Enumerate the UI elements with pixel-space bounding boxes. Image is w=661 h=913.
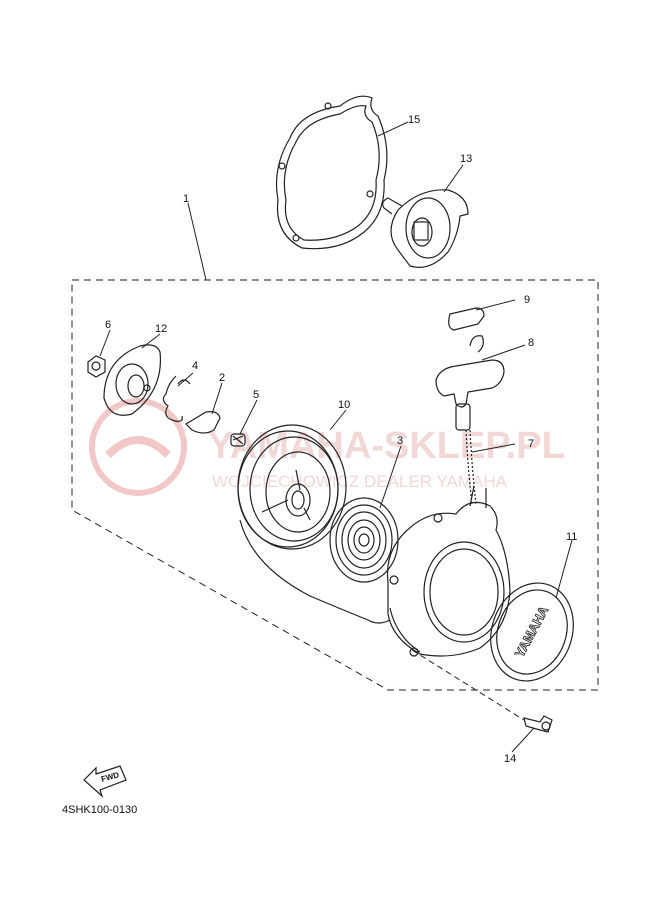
callout-2: 2 xyxy=(219,372,225,384)
watermark-line1: YAMAHA-SKLEP.PL xyxy=(208,425,565,467)
fwd-arrow-icon: FWD xyxy=(83,765,127,798)
part-10-rope-reel xyxy=(237,424,347,550)
callout-12: 12 xyxy=(155,323,167,335)
watermark-line2: WOJCIECHOWICZ DEALER YAMAHA xyxy=(212,472,508,491)
part-12-ratchet-plate xyxy=(103,344,162,416)
leader-lines xyxy=(99,121,573,753)
part-2-pawl xyxy=(185,411,221,434)
watermark-logo-icon xyxy=(89,398,187,496)
rope xyxy=(239,519,391,624)
diagram-code: 4SHK100-0130 xyxy=(62,804,138,816)
callout-15: 15 xyxy=(408,114,420,126)
callout-6: 6 xyxy=(105,319,111,331)
callout-4: 4 xyxy=(192,360,198,372)
part-3-recoil-spring xyxy=(329,497,399,583)
part-6-nut xyxy=(87,355,106,378)
callout-9: 9 xyxy=(524,294,530,306)
callout-11: 11 xyxy=(566,531,577,543)
part-13-drive-pulley xyxy=(382,189,469,268)
bolt-axis-line xyxy=(411,649,525,721)
callout-10: 10 xyxy=(338,399,350,411)
callout-13: 13 xyxy=(460,153,472,165)
watermark-logo-mark xyxy=(105,436,171,458)
cover-logo-text: YAMAHA xyxy=(512,603,552,660)
callout-3: 3 xyxy=(397,435,403,447)
part-starter-case xyxy=(386,485,511,657)
part-8-starter-handle xyxy=(435,335,505,431)
part-15-gasket xyxy=(275,95,388,250)
part-11-cover-emblem: YAMAHA xyxy=(490,582,574,682)
callout-5: 5 xyxy=(253,389,259,401)
callout-7: 7 xyxy=(528,438,534,450)
part-5-spring xyxy=(230,433,246,447)
callouts: 1 2 3 4 5 6 7 8 9 10 11 12 13 14 15 xyxy=(105,114,577,765)
part-4-spring-clip xyxy=(162,375,191,422)
callout-14: 14 xyxy=(504,753,516,765)
callout-8: 8 xyxy=(528,337,534,349)
part-9-handle-cap xyxy=(448,307,485,331)
callout-1: 1 xyxy=(183,193,189,205)
assembly-boundary xyxy=(71,279,599,691)
part-14-bolt xyxy=(523,715,553,733)
